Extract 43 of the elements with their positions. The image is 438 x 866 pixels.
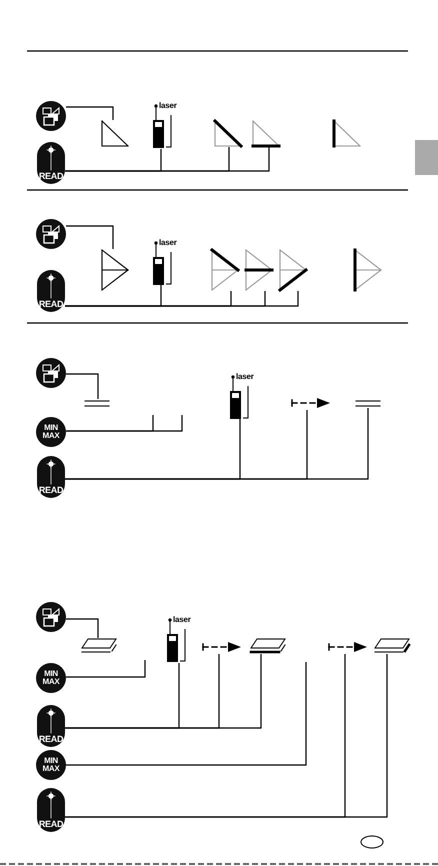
connector-line xyxy=(66,662,307,766)
triangle-drawing xyxy=(101,120,129,147)
triangle-drawing xyxy=(252,120,280,147)
triangle-drawing xyxy=(354,249,382,291)
laser-label: laser xyxy=(159,101,177,110)
read-button: READ xyxy=(37,788,65,832)
triangle-drawing xyxy=(214,120,242,147)
mode-button xyxy=(36,101,66,131)
plate-drawing xyxy=(374,638,410,654)
read-button: READ xyxy=(37,270,65,312)
dashed-arrow-icon xyxy=(291,396,330,410)
mode-button xyxy=(36,358,66,388)
triangle-drawing xyxy=(245,249,273,291)
laser-label: laser xyxy=(159,238,177,247)
mode-button xyxy=(36,602,66,632)
min-max-button: MIN MAX xyxy=(36,750,66,780)
dashed-arrow-icon xyxy=(202,640,241,654)
plate-drawing xyxy=(250,638,286,654)
plate-drawing xyxy=(81,638,117,654)
connector-line xyxy=(66,660,146,678)
connector-line xyxy=(66,618,99,638)
laser-label: laser xyxy=(236,372,254,381)
read-button: READ xyxy=(37,142,65,184)
triangle-drawing xyxy=(211,249,239,291)
read-button: READ xyxy=(37,705,65,747)
min-max-button: MIN MAX xyxy=(36,663,66,693)
triangle-drawing xyxy=(333,120,361,147)
dashed-arrow-icon xyxy=(328,640,367,654)
mode-button xyxy=(36,219,66,249)
laser-label: laser xyxy=(173,615,191,624)
connector-line xyxy=(66,106,114,120)
triangle-drawing xyxy=(279,249,307,291)
parallel-lines-symbol xyxy=(84,399,110,408)
connector-line xyxy=(66,225,114,249)
connector-line xyxy=(65,654,262,729)
min-max-button: MIN MAX xyxy=(36,417,66,447)
connector-line xyxy=(65,147,270,172)
parallel-lines-symbol xyxy=(355,399,381,408)
triangle-drawing xyxy=(101,249,129,291)
connector-line xyxy=(65,408,369,480)
read-button: READ xyxy=(37,456,65,498)
connector-line xyxy=(66,373,99,399)
connector-line xyxy=(66,415,183,432)
